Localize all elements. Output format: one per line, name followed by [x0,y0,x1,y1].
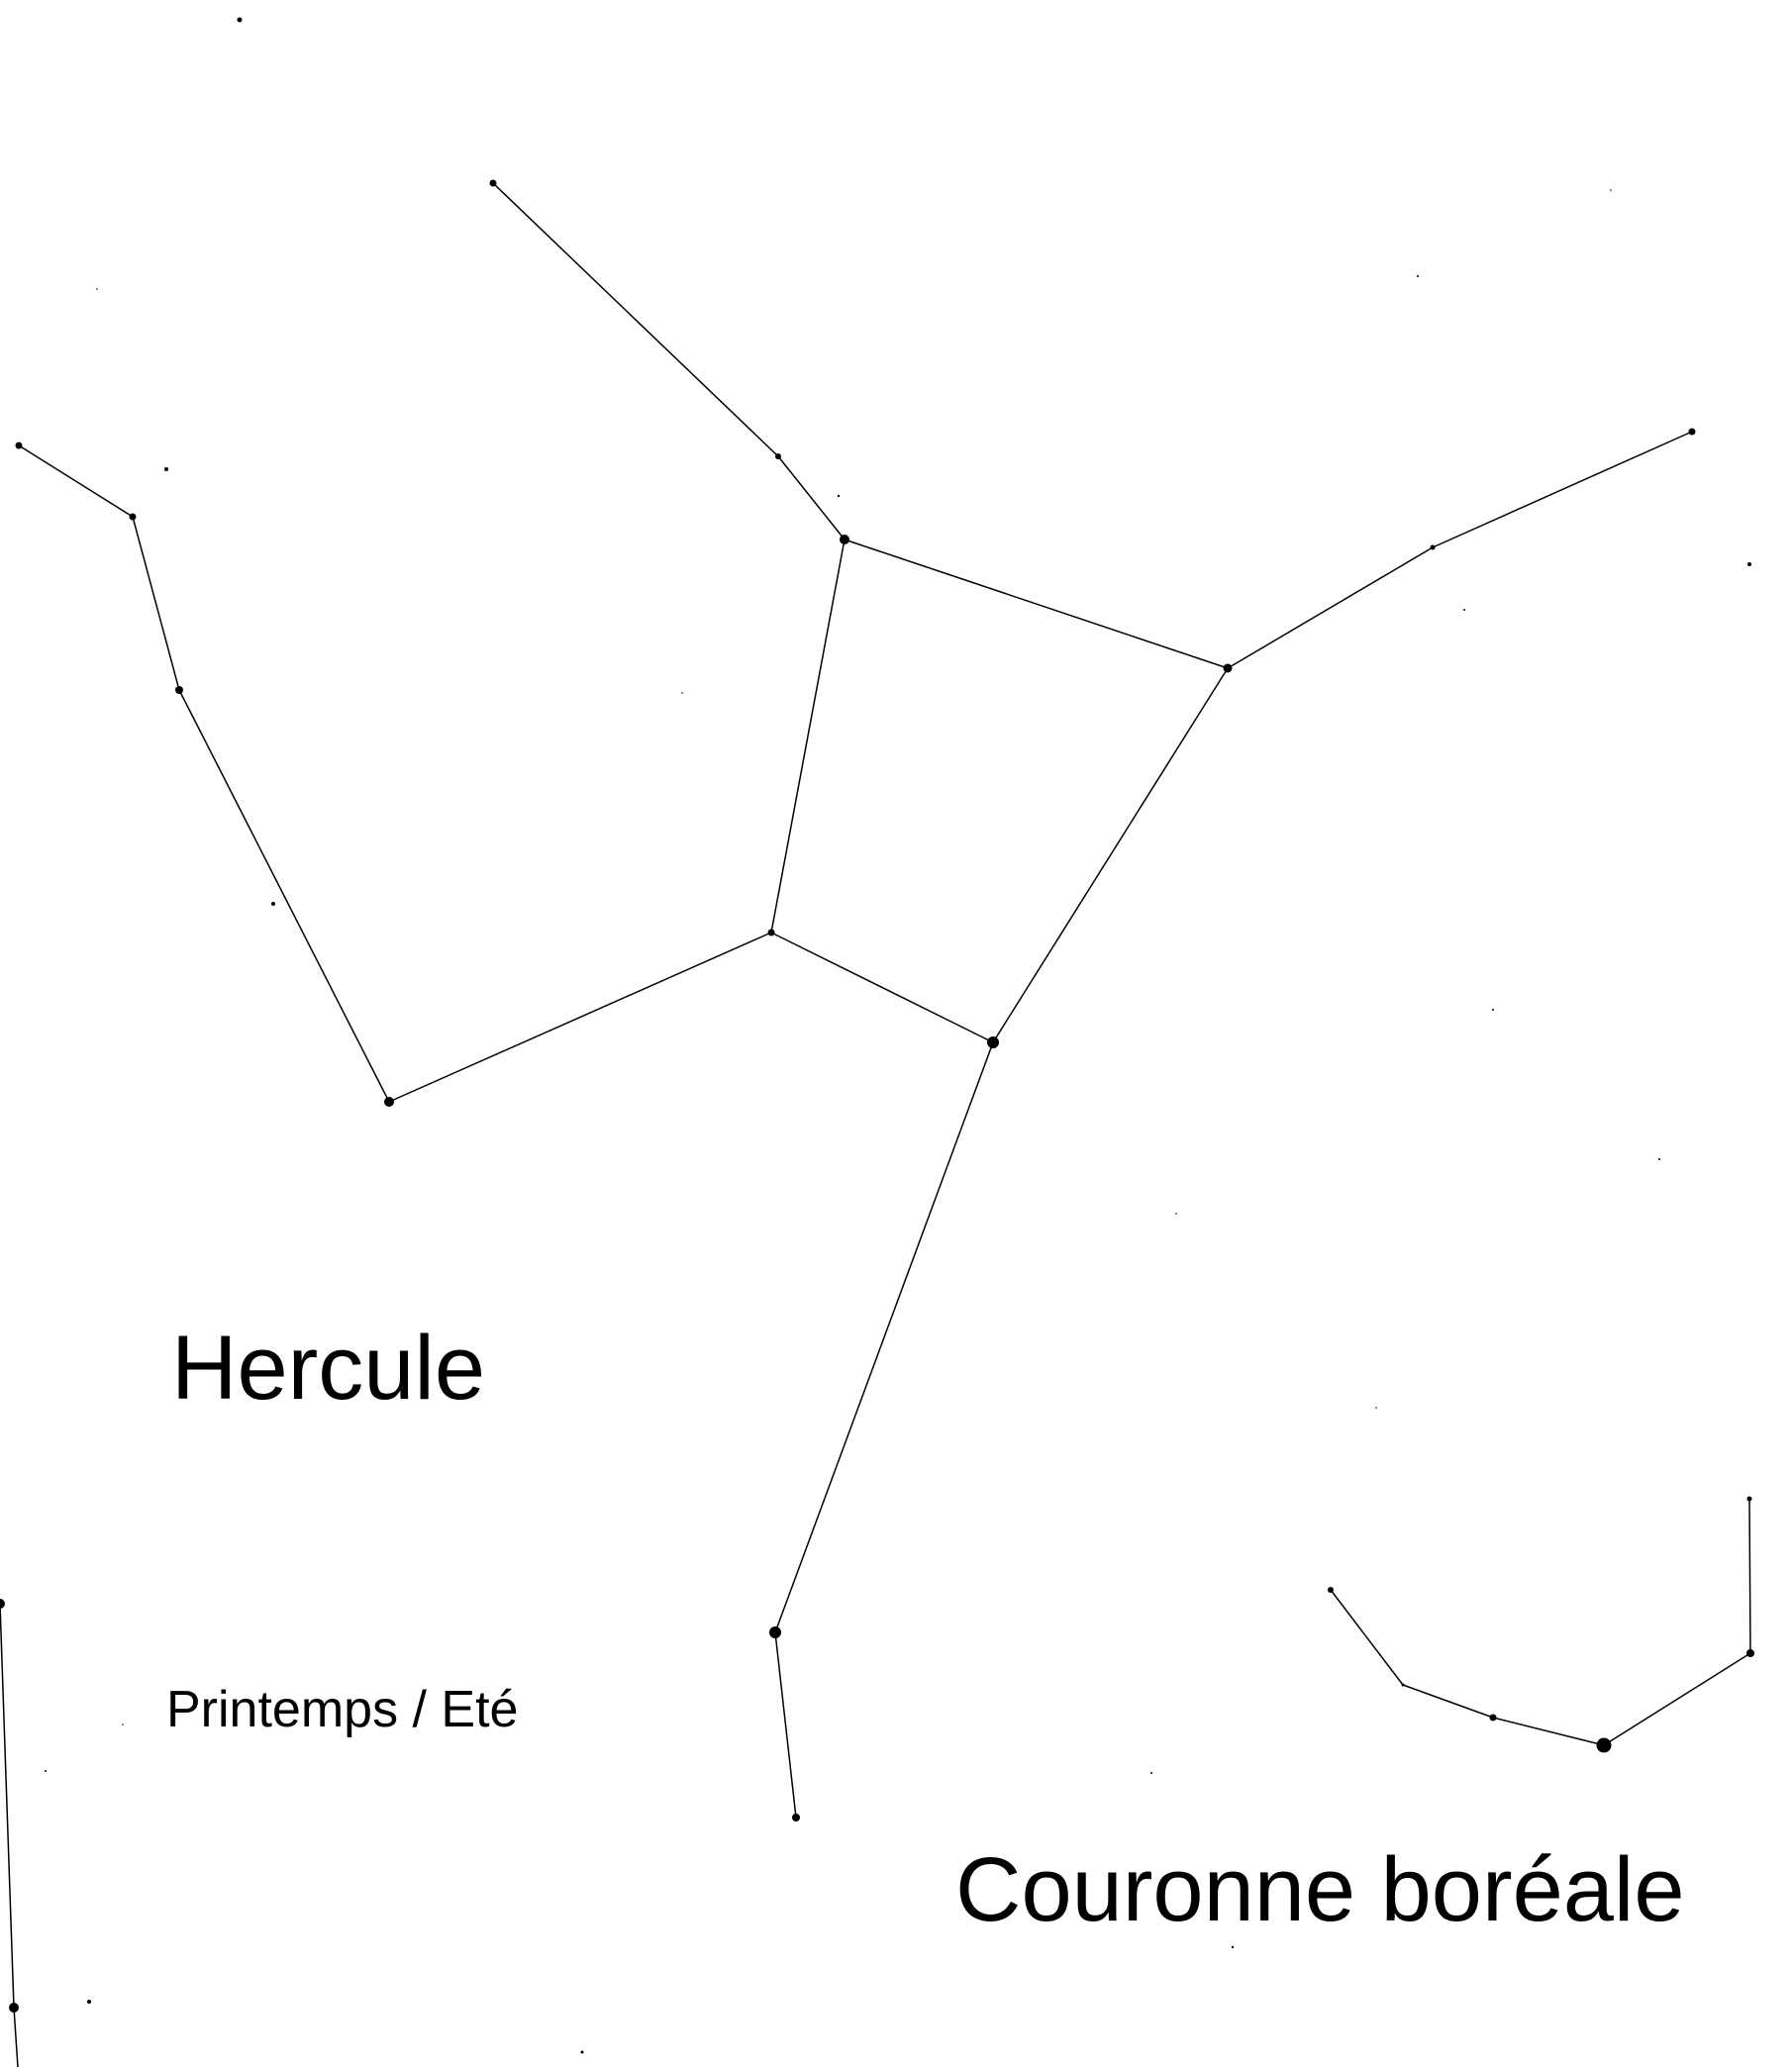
star [9,2003,19,2013]
star [1430,544,1436,550]
constellation-line [0,1603,15,2009]
star [775,453,781,459]
constellation-line [13,2007,19,2067]
star [1223,663,1233,673]
constellation-line [774,1041,994,1633]
constellation-line [774,1631,797,1819]
left-edge-lines [0,1603,19,2067]
star [767,929,775,936]
star [1328,1587,1334,1593]
star [1417,275,1419,277]
star [237,17,243,23]
stars [0,17,1754,2054]
constellation-line [1492,1717,1605,1746]
star [271,902,275,906]
hercules-lines [18,182,1693,1819]
star [45,1770,47,1772]
star [1746,1496,1752,1502]
star [769,1626,781,1638]
corona-lines [1330,1498,1751,1746]
star [1463,609,1465,611]
constellation-line [992,667,1229,1043]
star [1746,1649,1754,1657]
hercules-label: Hercule [171,1318,485,1419]
constellation-line [844,539,1229,669]
star [681,692,683,694]
star [1401,1683,1405,1687]
star [1489,1714,1497,1722]
star [164,467,168,471]
star [792,1814,800,1821]
season-label: Printemps / Eté [166,1681,518,1738]
star [384,1097,394,1107]
star [837,494,841,498]
constellation-line [1603,1652,1751,1746]
star [96,288,98,290]
star [1658,1158,1660,1160]
constellation-line [388,932,772,1103]
corona-borealis-label: Couronne boréale [955,1839,1685,1940]
star [1610,189,1612,191]
star [1492,1009,1494,1011]
star [87,2000,91,2004]
constellation-line [1227,546,1434,669]
star [1688,428,1696,436]
constellation-line [1402,1684,1494,1719]
star [129,513,137,521]
constellation-line [1432,431,1693,548]
star [15,442,23,449]
constellation-line [18,444,134,518]
constellation-line [777,455,846,541]
constellation-line [132,516,180,691]
constellation-line [178,689,390,1103]
constellation-line [1330,1589,1404,1686]
star [1150,1772,1152,1774]
star [840,535,849,544]
star [1175,1213,1177,1215]
constellation-line [1748,1498,1751,1654]
star [1747,562,1751,566]
constellation-line [770,932,994,1043]
star [489,179,497,187]
star [0,1599,5,1609]
constellation-line [492,182,779,457]
constellation-line [770,539,846,934]
star [122,1723,124,1725]
star [580,2050,584,2054]
star [1375,1407,1377,1409]
star [175,686,183,694]
star [987,1036,999,1048]
star [1596,1737,1612,1753]
star [1231,1945,1235,1949]
